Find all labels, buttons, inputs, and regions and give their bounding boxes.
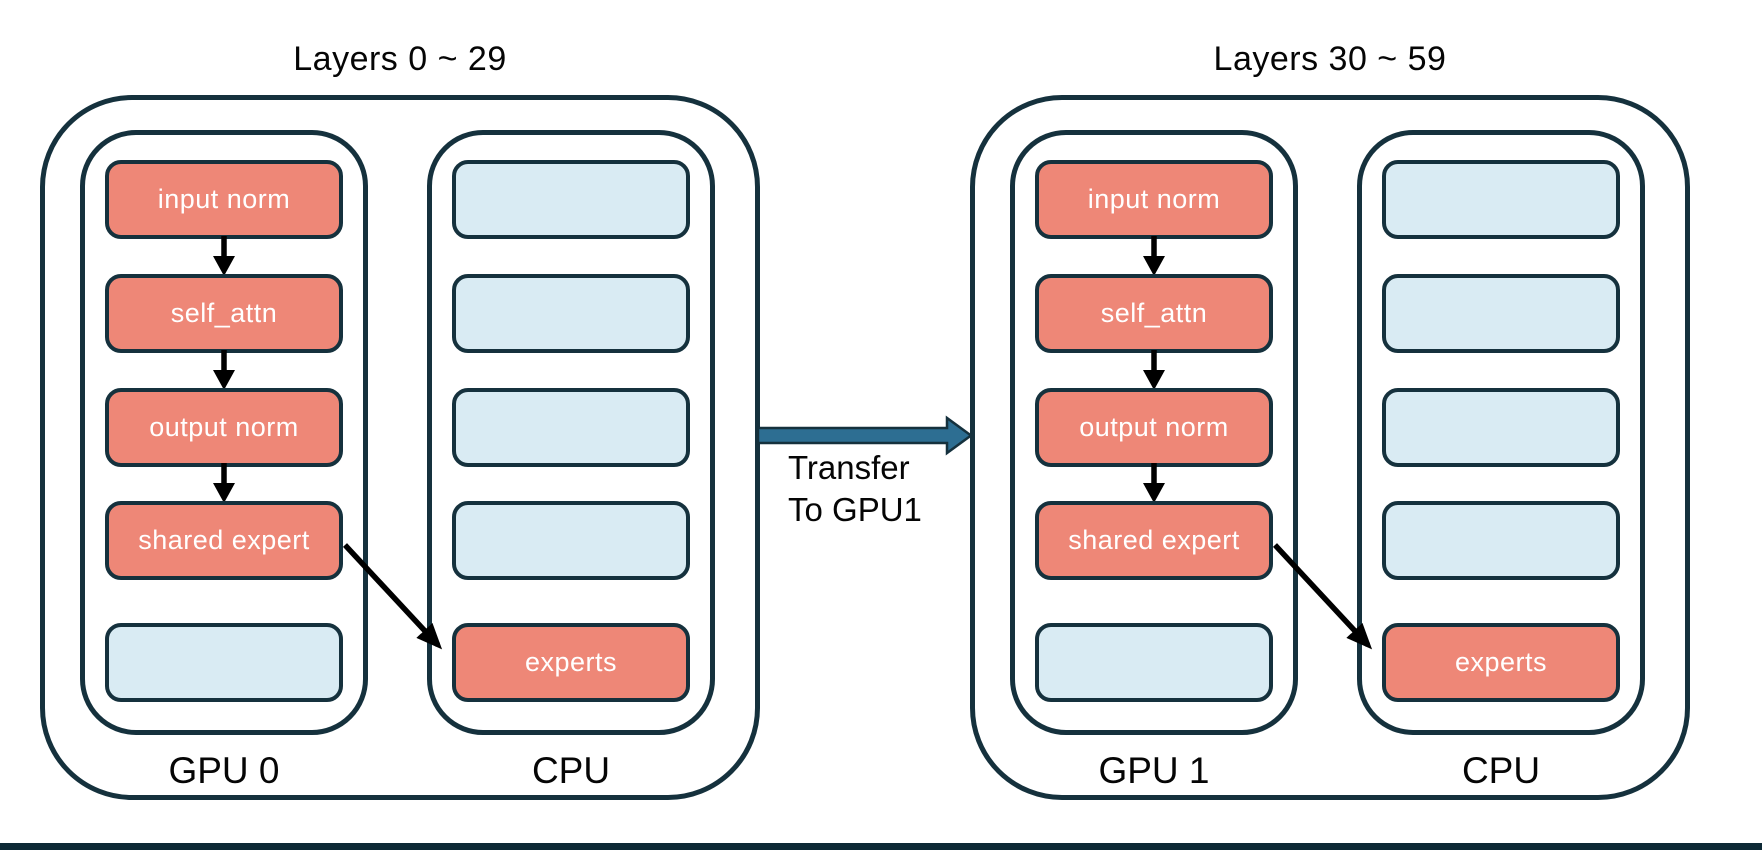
output-norm-label: output norm [1079,412,1229,442]
down-arrow-icon [213,350,235,390]
empty-slot-box [1035,623,1273,702]
experts-box: experts [1382,623,1620,702]
transfer-arrow-icon [756,415,974,456]
bottom-edge-bar [0,843,1762,850]
gpu0-label: GPU 0 [168,750,280,791]
empty-slot-box [1382,501,1620,580]
cpu-label-right: CPU [1461,750,1541,791]
input-norm-box: input norm [1035,160,1273,239]
output-norm-box: output norm [105,388,343,467]
transfer-caption: Transfer To GPU1 [788,447,922,531]
cpu-label-left: CPU [531,750,611,791]
group-title-layers-30-59: Layers 30 ~ 59 [1213,40,1447,78]
down-arrow-icon [213,236,235,276]
gpu1-column: input norm self_attn output norm shared … [1010,130,1298,735]
gpu0-column: input norm self_attn output norm shared … [80,130,368,735]
layer-group-0: input norm self_attn output norm shared … [40,95,760,800]
self-attn-box: self_attn [105,274,343,353]
layer-group-1: input norm self_attn output norm shared … [970,95,1690,800]
down-arrow-icon [1143,236,1165,276]
experts-label: experts [524,647,618,677]
empty-slot-box [452,388,690,467]
empty-slot-box [105,623,343,702]
self-attn-box: self_attn [1035,274,1273,353]
cpu-column-right: experts [1357,130,1645,735]
gpu1-label: GPU 1 [1098,750,1210,791]
down-arrow-icon [1143,350,1165,390]
empty-slot-box [452,501,690,580]
group-title-layers-0-29: Layers 0 ~ 29 [293,40,507,78]
self-attn-label: self_attn [170,298,278,328]
shared-expert-label: shared expert [138,525,310,555]
experts-label: experts [1454,647,1548,677]
down-arrow-icon [213,463,235,503]
transfer-caption-line1: Transfer [788,449,910,486]
shared-expert-label: shared expert [1068,525,1240,555]
empty-slot-box [452,160,690,239]
output-norm-label: output norm [149,412,299,442]
input-norm-box: input norm [105,160,343,239]
transfer-caption-line2: To GPU1 [788,491,922,528]
empty-slot-box [1382,388,1620,467]
input-norm-label: input norm [157,184,291,214]
input-norm-label: input norm [1087,184,1221,214]
down-arrow-icon [1143,463,1165,503]
empty-slot-box [452,274,690,353]
empty-slot-box [1382,274,1620,353]
output-norm-box: output norm [1035,388,1273,467]
cpu-column-left: experts [427,130,715,735]
self-attn-label: self_attn [1100,298,1208,328]
shared-expert-box: shared expert [1035,501,1273,580]
experts-box: experts [452,623,690,702]
shared-expert-box: shared expert [105,501,343,580]
empty-slot-box [1382,160,1620,239]
